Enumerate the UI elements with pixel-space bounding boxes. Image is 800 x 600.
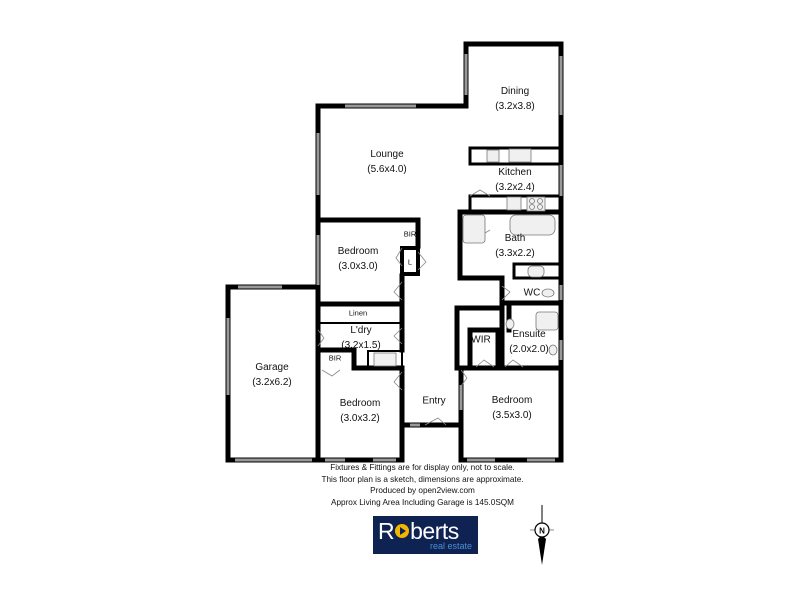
- label-linen: Linen: [348, 308, 368, 318]
- room-dimensions: (3.2x6.2): [252, 377, 292, 388]
- label-wir: WIR: [471, 334, 491, 346]
- room-name: Entry: [422, 395, 446, 407]
- room-dimensions: (2.0x2.0): [509, 344, 549, 355]
- doors: [317, 189, 524, 426]
- room-kitchen: Kitchen (3.2x2.4): [495, 165, 534, 195]
- kitchen-tap-icon: [486, 149, 500, 163]
- fixtures: [373, 148, 559, 367]
- room-name: Bedroom: [337, 246, 379, 257]
- room-dimensions: (5.6x4.0): [367, 164, 407, 175]
- windows: [226, 54, 563, 462]
- room-dimensions: (3.2x2.4): [495, 182, 535, 193]
- room-laundry: L'dry (3.2x1.5): [341, 323, 380, 353]
- bathtub-icon: [509, 214, 556, 236]
- label-bir-2: BIR: [328, 353, 342, 363]
- bath-basin-icon: [527, 265, 545, 278]
- room-dimensions: (3.5x3.0): [492, 410, 532, 421]
- label-bir-1: BIR: [403, 229, 417, 239]
- room-dimensions: (3.2x3.8): [495, 101, 535, 112]
- room-name: Ensuite: [512, 329, 546, 340]
- room-name: Bedroom: [339, 398, 381, 409]
- note-fixtures: Fixtures & Fittings are for display only…: [330, 463, 515, 472]
- compass-north-icon: N: [530, 505, 554, 565]
- logo-text: berts: [410, 518, 459, 544]
- note-area: Approx Living Area Including Garage is 1…: [331, 498, 514, 508]
- room-garage: Garage (3.2x6.2): [252, 360, 291, 390]
- room-name: L'dry: [350, 325, 372, 336]
- room-name: Garage: [255, 362, 289, 373]
- laundry-tub-icon: [373, 352, 397, 367]
- ensuite-basin-icon: [505, 318, 515, 330]
- note-sketch: This floor plan is a sketch, dimensions …: [321, 474, 524, 484]
- room-bedroom-3: Bedroom (3.5x3.0): [492, 393, 533, 423]
- room-dimensions: (3.2x1.5): [341, 340, 381, 351]
- room-dimensions: (3.0x3.2): [340, 413, 380, 424]
- ensuite-shower-icon: [535, 311, 559, 331]
- room-name: Dining: [500, 86, 530, 97]
- room-name: Lounge: [370, 149, 404, 160]
- svg-text:N: N: [539, 527, 545, 536]
- room-dining: Dining (3.2x3.8): [495, 84, 534, 114]
- label-wc: WC: [523, 287, 541, 299]
- kitchen-sink-icon: [508, 148, 532, 163]
- room-dimensions: (3.3x2.2): [495, 248, 535, 259]
- room-name: Bedroom: [491, 395, 533, 406]
- room-name: Bath: [504, 233, 526, 244]
- room-name: Kitchen: [498, 167, 532, 178]
- room-entry: Entry: [422, 394, 445, 409]
- cooktop-icon: [526, 196, 546, 212]
- room-dimensions: (3.0x3.0): [338, 261, 378, 272]
- disclaimer-notes: Fixtures & Fittings are for display only…: [0, 462, 800, 509]
- room-bath: Bath (3.3x2.2): [495, 231, 534, 261]
- room-bedroom-1: Bedroom (3.0x3.0): [338, 244, 379, 274]
- logo-tagline: real estate: [429, 541, 472, 551]
- fan-icon: [506, 196, 522, 211]
- room-lounge: Lounge (5.6x4.0): [367, 147, 406, 177]
- room-ensuite: Ensuite (2.0x2.0): [509, 327, 548, 357]
- shower-icon: [462, 214, 486, 244]
- play-icon: [395, 523, 410, 538]
- note-producer: Produced by open2view.com: [370, 486, 475, 496]
- room-bedroom-2: Bedroom (3.0x3.2): [340, 396, 381, 426]
- ensuite-toilet-icon: [548, 344, 558, 356]
- logo-letter: R: [378, 518, 395, 544]
- label-linen-cupboard: L: [407, 257, 413, 267]
- wc-toilet-icon: [541, 288, 555, 298]
